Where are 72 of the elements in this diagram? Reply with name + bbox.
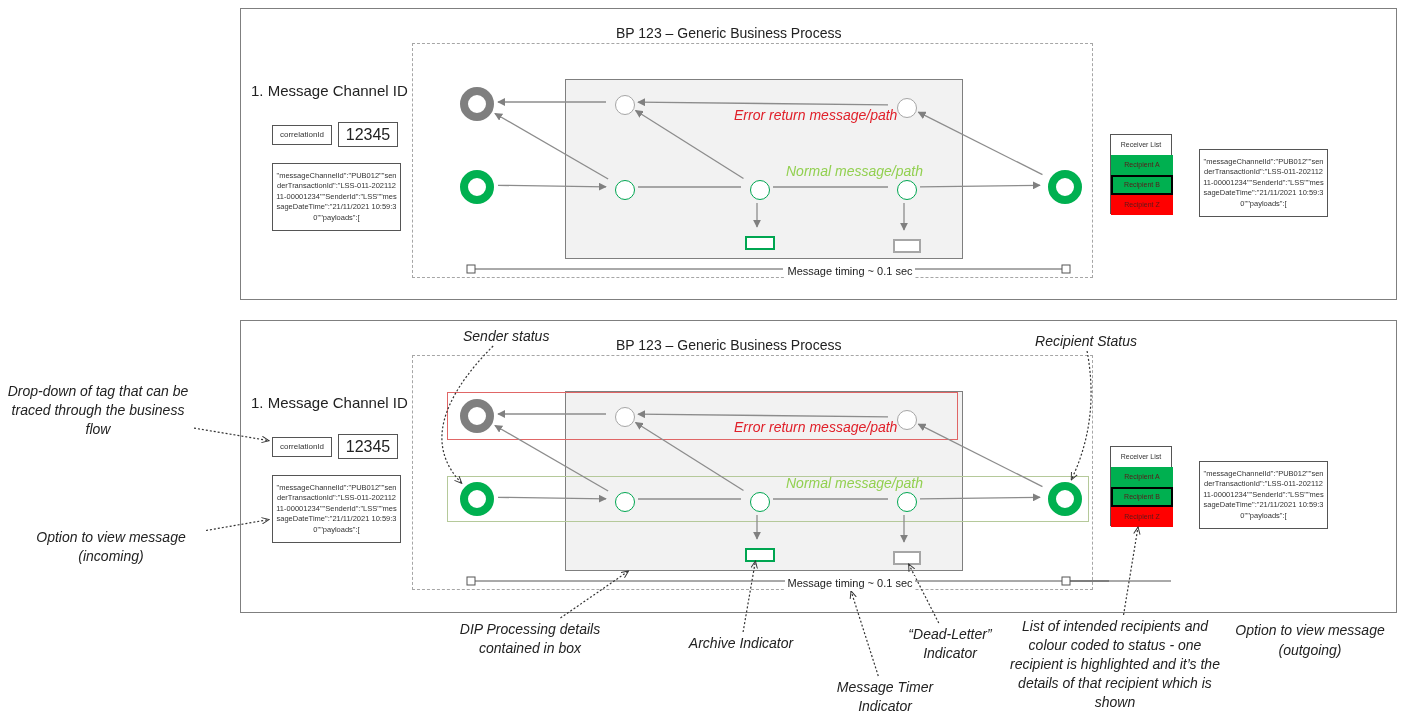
annotation-text: Sender status bbox=[463, 327, 547, 345]
connector-line bbox=[637, 186, 742, 188]
arrow bbox=[497, 98, 607, 106]
arrow bbox=[634, 421, 745, 492]
panel-title: BP 123 – Generic Business Process bbox=[616, 336, 842, 354]
arrow bbox=[900, 514, 908, 543]
annotation-text: “Dead-Letter” Indicator bbox=[890, 625, 1010, 665]
panel-title: BP 123 – Generic Business Process bbox=[616, 24, 842, 42]
annotation-text: Option to view message (outgoing) bbox=[1234, 621, 1386, 660]
annotation-text: DIP Processing details contained in box bbox=[440, 620, 620, 658]
indicator-box bbox=[893, 239, 921, 253]
process-box bbox=[565, 391, 963, 571]
leader-line bbox=[441, 345, 494, 484]
arrow bbox=[637, 410, 889, 419]
arrow bbox=[497, 410, 607, 418]
annotation-text: List of intended recipients and colour coded to status - one recipient is highlighted and it’s the details of that recipient which is shown bbox=[1010, 617, 1220, 717]
annotation-text: Drop-down of tag that can be traced through the business flow bbox=[4, 382, 192, 442]
channel-heading: 1. Message Channel ID bbox=[251, 82, 408, 100]
indicator-box bbox=[893, 551, 921, 565]
arrow bbox=[753, 202, 761, 228]
leader-line bbox=[1070, 350, 1092, 481]
path-label: Normal message/path bbox=[786, 163, 921, 180]
process-panel bbox=[240, 8, 1397, 300]
process-panel bbox=[240, 320, 1397, 613]
status-ring bbox=[1048, 170, 1082, 204]
arrow bbox=[753, 514, 761, 540]
path-label: Normal message/path bbox=[786, 475, 921, 492]
value-field: 12345 bbox=[338, 122, 398, 147]
status-ring bbox=[460, 170, 494, 204]
arrow bbox=[917, 423, 1044, 488]
leader-line bbox=[205, 517, 270, 532]
arrow bbox=[900, 202, 908, 231]
receiver-list bbox=[1110, 446, 1172, 526]
tag-field: correlationId bbox=[272, 437, 332, 457]
arrow bbox=[494, 112, 609, 180]
indicator-box bbox=[745, 548, 775, 562]
leader-line bbox=[193, 427, 270, 444]
value-field: 12345 bbox=[338, 434, 398, 459]
leader-line bbox=[1122, 526, 1141, 616]
timing-label: Message timing ~ 0.1 sec bbox=[785, 264, 915, 279]
connector-line bbox=[772, 186, 889, 188]
status-ring bbox=[460, 399, 494, 433]
annotation-text: Message Timer Indicator bbox=[820, 678, 950, 716]
arrow bbox=[494, 424, 609, 492]
status-ring bbox=[1048, 482, 1082, 516]
annotation-text: Option to view message (incoming) bbox=[18, 528, 204, 566]
receiver-list bbox=[1110, 134, 1172, 214]
arrow bbox=[634, 109, 745, 180]
status-ring bbox=[460, 87, 494, 121]
indicator-box bbox=[745, 236, 775, 250]
tag-field: correlationId bbox=[272, 125, 332, 145]
leader-line bbox=[559, 570, 630, 619]
leader-line bbox=[742, 560, 758, 633]
arrow bbox=[919, 493, 1041, 502]
connector-line bbox=[637, 498, 742, 500]
annotation-text: Archive Indicator bbox=[676, 634, 806, 654]
process-box bbox=[565, 79, 963, 259]
arrow bbox=[917, 111, 1044, 176]
channel-heading: 1. Message Channel ID bbox=[251, 394, 408, 412]
arrow bbox=[637, 98, 889, 107]
dashed-frame bbox=[412, 43, 1093, 278]
timing-label: Message timing ~ 0.1 sec bbox=[785, 576, 915, 591]
path-label: Error return message/path bbox=[734, 419, 899, 436]
arrow bbox=[497, 494, 607, 503]
arrow bbox=[497, 182, 607, 191]
status-ring bbox=[460, 482, 494, 516]
annotation-text: Recipient Status bbox=[1026, 332, 1146, 350]
leader-line bbox=[908, 563, 940, 624]
arrow bbox=[919, 181, 1041, 190]
dashed-frame bbox=[412, 355, 1093, 590]
path-label: Error return message/path bbox=[734, 107, 899, 124]
connector-line bbox=[772, 498, 889, 500]
